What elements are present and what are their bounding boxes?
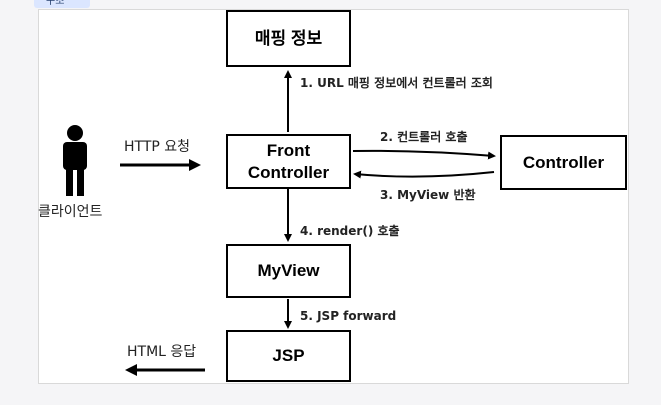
step5-label: 5. JSP forward	[300, 309, 397, 323]
myview-label: MyView	[257, 261, 320, 281]
http-request-label: HTTP 요청	[124, 139, 191, 155]
step4-label: 4. render() 호출	[300, 224, 400, 238]
front-controller-label-line1: Front	[266, 141, 311, 161]
jsp-label: JSP	[272, 346, 305, 366]
controller-label: Controller	[522, 152, 605, 172]
mapping-info-label: 매핑 정보	[254, 28, 323, 48]
client-person-icon	[63, 125, 87, 196]
myview-box: MyView	[226, 244, 351, 298]
jsp-box: JSP	[226, 330, 351, 382]
diagram-panel	[38, 9, 629, 384]
mapping-info-box: 매핑 정보	[226, 10, 351, 67]
header-tab: 구조	[34, 0, 90, 8]
front-controller-label-line2: Controller	[247, 162, 330, 182]
controller-box: Controller	[500, 135, 627, 190]
step1-label: 1. URL 매핑 정보에서 컨트롤러 조회	[300, 76, 493, 90]
html-response-label: HTML 응답	[127, 344, 197, 360]
step3-label: 3. MyView 반환	[380, 188, 476, 202]
step2-label: 2. 컨트롤러 호출	[380, 130, 468, 144]
header-tab-label: 구조	[46, 0, 65, 7]
front-controller-box: Front Controller	[226, 134, 351, 189]
arrow-step2	[352, 149, 496, 160]
arrow-step3	[353, 170, 495, 179]
client-label: 클라이언트	[38, 204, 103, 220]
